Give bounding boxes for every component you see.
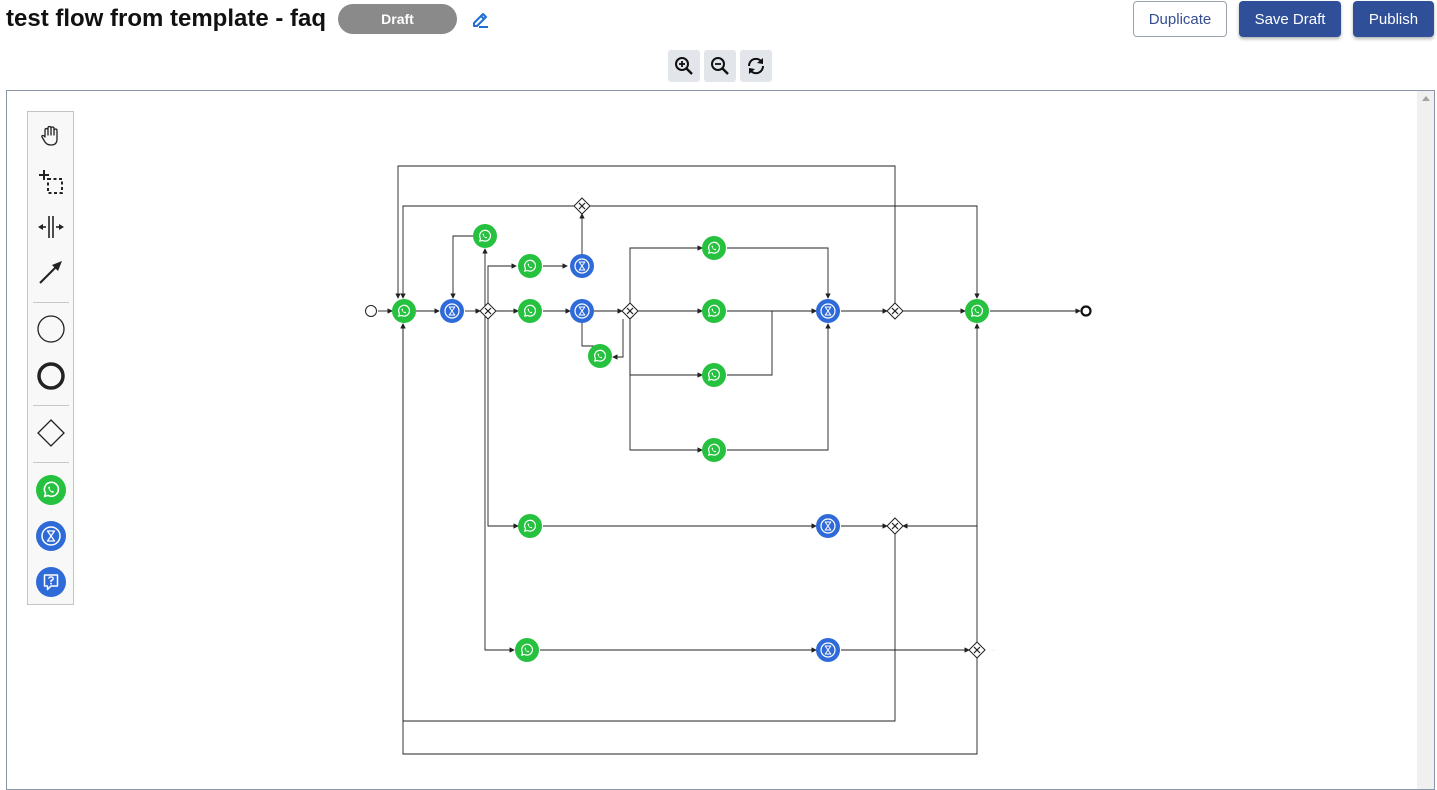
- question-task-tool[interactable]: [33, 564, 69, 600]
- gateway-node[interactable]: [968, 641, 986, 659]
- start-event-icon: [37, 315, 65, 343]
- svg-text:...: ...: [992, 648, 995, 652]
- question-icon: [36, 567, 66, 597]
- publish-button[interactable]: Publish: [1353, 1, 1434, 37]
- hourglass-icon: [36, 521, 66, 551]
- flow-canvas[interactable]: ... ... ... ... ...: [6, 90, 1435, 790]
- page-title: test flow from template - faq: [6, 5, 327, 32]
- svg-text:...: ...: [889, 511, 892, 515]
- hand-icon: [41, 125, 58, 146]
- connect-tool[interactable]: [33, 254, 69, 290]
- whatsapp-task-node[interactable]: [391, 298, 417, 324]
- pencil-icon: [473, 13, 488, 28]
- timer-task-node[interactable]: [569, 253, 595, 279]
- whatsapp-task-node[interactable]: [517, 253, 543, 279]
- gateway-icon: [37, 419, 65, 447]
- flow-nodes[interactable]: [365, 197, 1092, 663]
- end-event[interactable]: [1080, 305, 1092, 317]
- timer-task-node[interactable]: [815, 298, 841, 324]
- palette-divider: [33, 462, 69, 463]
- whatsapp-icon: [36, 475, 66, 505]
- save-draft-button[interactable]: Save Draft: [1239, 1, 1341, 37]
- svg-text:...: ...: [494, 316, 497, 320]
- whatsapp-task-node[interactable]: [514, 637, 540, 663]
- hand-tool[interactable]: [33, 118, 69, 154]
- flow-diagram: ... ... ... ... ...: [365, 165, 1092, 755]
- whatsapp-task-node[interactable]: [701, 235, 727, 261]
- space-tool[interactable]: [33, 209, 69, 245]
- timer-task-node[interactable]: [569, 298, 595, 324]
- tool-palette: [27, 111, 74, 605]
- zoom-out-icon: [711, 57, 729, 75]
- lasso-tool[interactable]: [33, 164, 69, 200]
- gateway-node[interactable]: [886, 517, 904, 535]
- whatsapp-task-node[interactable]: [964, 298, 990, 324]
- zoom-in-button[interactable]: [668, 50, 700, 82]
- whatsapp-task-node[interactable]: [517, 298, 543, 324]
- space-tool-icon: [38, 216, 64, 238]
- start-event-tool[interactable]: [33, 311, 69, 347]
- scroll-up-arrow-icon[interactable]: [1422, 96, 1430, 101]
- gateway-tool[interactable]: [33, 415, 69, 451]
- edit-title-button[interactable]: [468, 7, 492, 31]
- lasso-select-icon: [39, 170, 63, 194]
- whatsapp-task-tool[interactable]: [33, 472, 69, 508]
- start-event[interactable]: [365, 305, 377, 317]
- gateway-node[interactable]: [886, 302, 904, 320]
- arrow-connect-icon: [39, 261, 62, 284]
- zoom-out-button[interactable]: [704, 50, 736, 82]
- whatsapp-task-node[interactable]: [701, 362, 727, 388]
- end-event-icon: [37, 362, 65, 390]
- timer-task-tool[interactable]: [33, 518, 69, 554]
- palette-divider: [33, 302, 69, 303]
- timer-task-node[interactable]: [815, 637, 841, 663]
- vertical-scrollbar[interactable]: [1417, 91, 1434, 789]
- svg-text:...: ...: [577, 190, 580, 194]
- timer-task-node[interactable]: [439, 298, 465, 324]
- timer-task-node[interactable]: [815, 513, 841, 539]
- whatsapp-task-node[interactable]: [587, 343, 613, 369]
- palette-divider: [33, 405, 69, 406]
- refresh-icon: [747, 57, 765, 75]
- duplicate-button[interactable]: Duplicate: [1133, 1, 1227, 37]
- status-badge: Draft: [338, 4, 457, 34]
- svg-text:...: ...: [636, 316, 639, 320]
- whatsapp-task-node[interactable]: [701, 298, 727, 324]
- end-event-tool[interactable]: [33, 358, 69, 394]
- whatsapp-task-node[interactable]: [472, 223, 498, 249]
- reset-zoom-button[interactable]: [740, 50, 772, 82]
- whatsapp-task-node[interactable]: [701, 437, 727, 463]
- gateway-node[interactable]: [573, 197, 591, 215]
- whatsapp-task-node[interactable]: [517, 513, 543, 539]
- header: test flow from template - faq Draft Dupl…: [0, 0, 1437, 44]
- zoom-in-icon: [675, 57, 693, 75]
- flow-connections: [378, 165, 1081, 755]
- flow-labels: ... ... ... ... ...: [494, 190, 995, 652]
